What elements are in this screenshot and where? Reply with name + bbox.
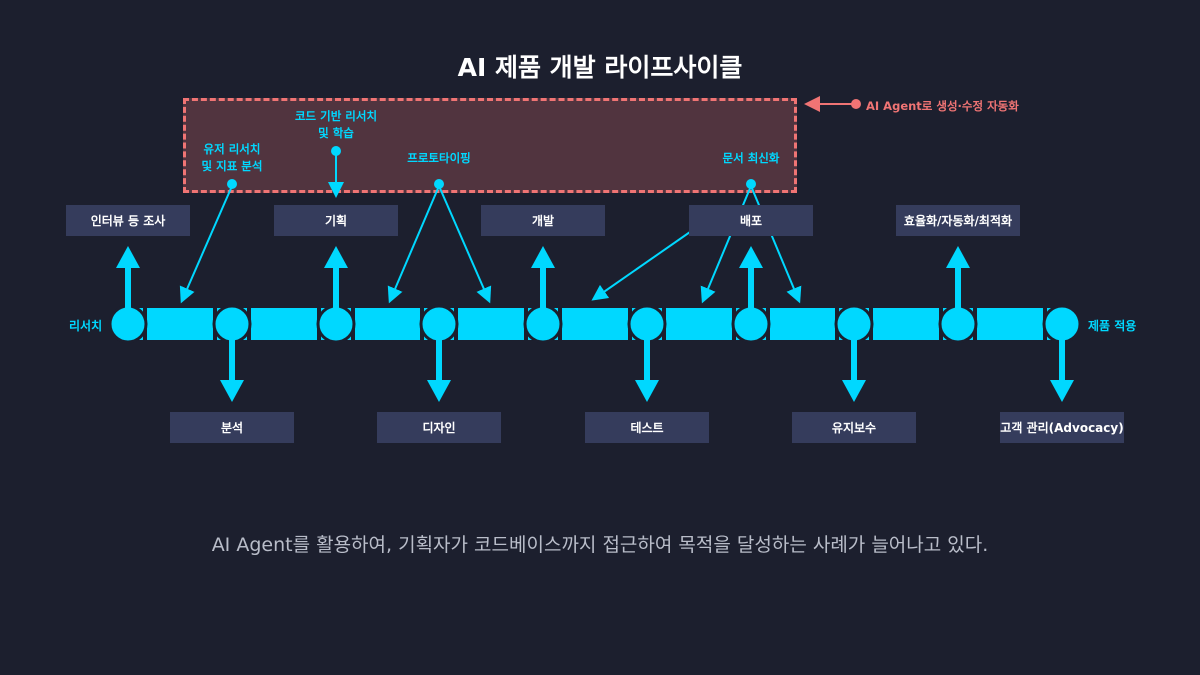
ai-task-dots	[227, 146, 756, 189]
stage-box-bottom: 디자인	[377, 412, 501, 443]
timeline-node	[731, 304, 771, 344]
ai-task-arrows	[179, 154, 802, 304]
stage-box-top: 개발	[481, 205, 605, 236]
timeline-node	[834, 304, 874, 344]
footnote: AI Agent를 활용하여, 기획자가 코드베이스까지 접근하여 목적을 달성…	[211, 534, 989, 556]
timeline-node	[108, 304, 148, 344]
ai-task-label: 문서 최신화	[722, 151, 780, 165]
timeline-node	[1042, 304, 1082, 344]
stage-box-top: 효율화/자동화/최적화	[896, 205, 1020, 236]
timeline-node	[212, 304, 252, 344]
stage-box-bottom: 테스트	[585, 412, 709, 443]
stage-box-top: 배포	[689, 205, 813, 236]
ai-agent-zone-label: AI Agent로 생성·수정 자동화	[866, 99, 1019, 113]
ai-task-label: 프로토타이핑	[407, 151, 471, 165]
start-label: 리서치	[69, 319, 103, 333]
timeline-node	[523, 304, 563, 344]
timeline-node	[316, 304, 356, 344]
stage-box-bottom: 분석	[170, 412, 294, 443]
ai-agent-zone	[183, 98, 797, 193]
page-title: AI 제품 개발 라이프사이클	[457, 53, 743, 82]
timeline-node	[419, 304, 459, 344]
stage-box-top: 기획	[274, 205, 398, 236]
stage-box-bottom: 유지보수	[792, 412, 916, 443]
agent-zone-pointer	[804, 96, 861, 112]
stage-box-bottom: 고객 관리(Advocacy)	[1000, 412, 1124, 443]
up-arrows	[116, 246, 970, 309]
timeline-node	[938, 304, 978, 344]
end-label: 제품 적용	[1088, 319, 1137, 333]
timeline-bar	[128, 308, 1062, 340]
timeline-node	[627, 304, 667, 344]
stage-box-top: 인터뷰 등 조사	[66, 205, 190, 236]
down-arrows	[220, 340, 1074, 402]
